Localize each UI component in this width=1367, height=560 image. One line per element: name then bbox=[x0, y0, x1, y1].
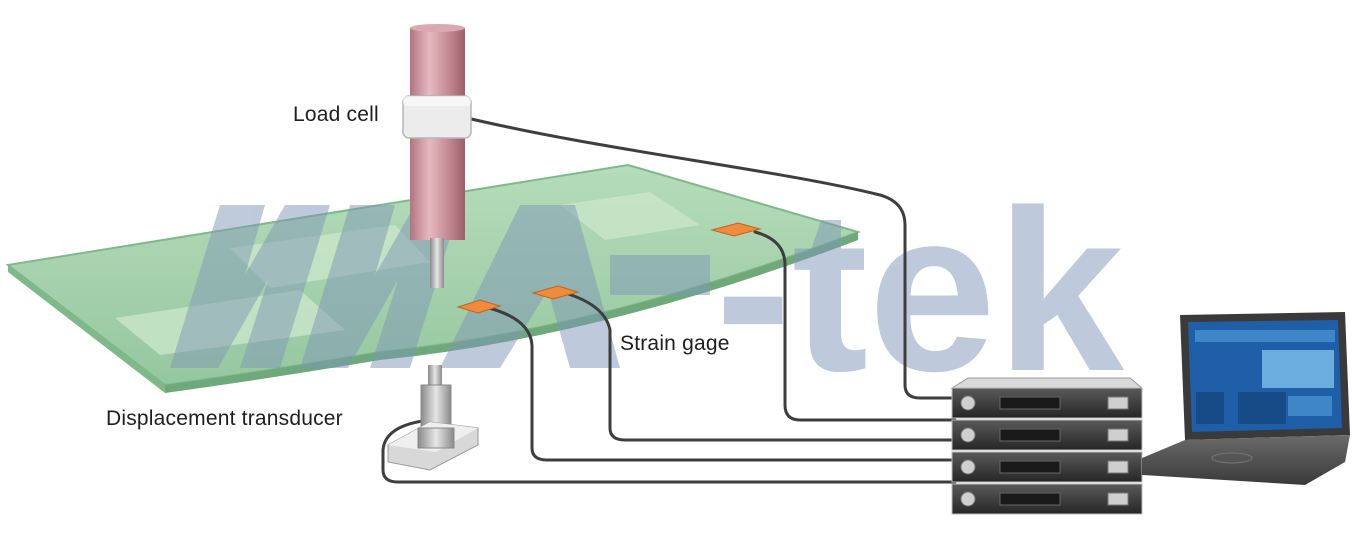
displacement-transducer-icon bbox=[387, 365, 479, 471]
laptop-icon bbox=[1142, 312, 1350, 485]
load-cell-icon bbox=[402, 24, 472, 288]
logger-module bbox=[951, 451, 1143, 483]
logger-module bbox=[951, 483, 1143, 515]
logger-module bbox=[951, 387, 1143, 419]
watermark-text: -tek bbox=[715, 162, 1125, 419]
strain-gage-icon bbox=[456, 222, 762, 314]
strain-gage-label: Strain gage bbox=[620, 332, 730, 355]
data-logger-icon bbox=[950, 377, 1144, 515]
logger-module bbox=[951, 419, 1143, 451]
cables bbox=[381, 115, 957, 484]
displacement-transducer-label: Displacement transducer bbox=[106, 407, 343, 430]
watermark: -tek bbox=[170, 162, 1125, 419]
load-cell-label: Load cell bbox=[293, 103, 379, 126]
